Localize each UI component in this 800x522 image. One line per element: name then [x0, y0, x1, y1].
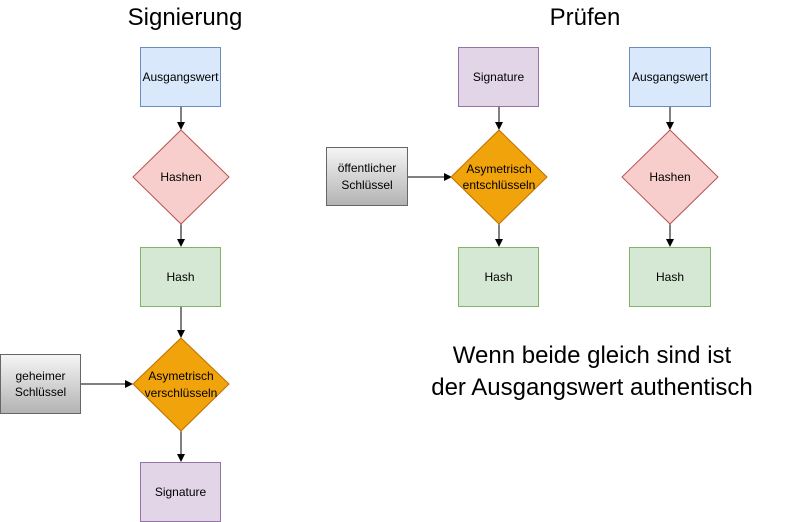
encrypt-label: Asymetrisch verschlüsseln	[144, 369, 218, 400]
signing-signature-box: Signature	[140, 462, 221, 522]
hashen2-diamond	[621, 129, 719, 225]
secret-key-box: geheimer Schlüssel	[0, 354, 81, 414]
verify-hash-box-a: Hash	[458, 247, 539, 307]
signing-input-box: Ausgangswert	[140, 47, 221, 107]
signing-title: Signierung	[127, 4, 243, 31]
hashen-diamond	[132, 129, 230, 225]
decrypt-label: Asymetrisch entschlüsseln	[462, 161, 536, 192]
encrypt-diamond	[132, 337, 230, 432]
verify-input-box: Ausgangswert	[629, 47, 711, 107]
signing-hash-box: Hash	[140, 247, 221, 307]
result-note-line2: der Ausgangswert authentisch	[431, 374, 753, 402]
verify-signature-box: Signature	[458, 47, 539, 107]
verify-title: Prüfen	[549, 4, 621, 31]
result-note: Wenn beide gleich sind ist der Ausgangsw…	[392, 340, 792, 405]
signing-hashen-label: Hashen	[160, 169, 202, 184]
verify-hash-box-b: Hash	[629, 247, 711, 307]
verify-hashen-label: Hashen	[649, 169, 691, 184]
result-note-line1: Wenn beide gleich sind ist	[452, 342, 732, 369]
public-key-box: öffentlicher Schlüssel	[326, 147, 408, 206]
decrypt-diamond	[450, 129, 548, 225]
